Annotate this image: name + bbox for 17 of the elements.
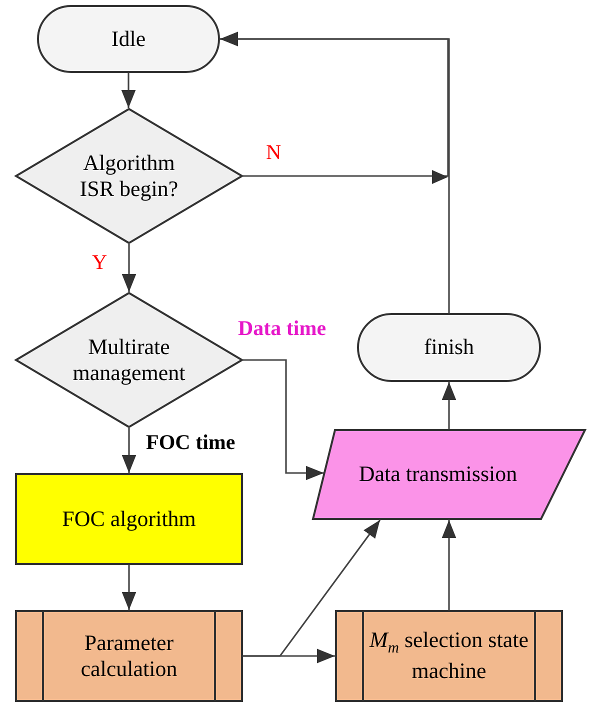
node-text: finish — [424, 334, 474, 361]
edge-label: Y — [92, 250, 108, 275]
node-text: Parameter calculation — [80, 630, 178, 682]
decision-diamond — [15, 108, 243, 244]
node-text: FOC algorithm — [62, 506, 196, 532]
node-text: Idle — [111, 26, 146, 52]
node-text: Algorithm ISR begin? — [78, 150, 180, 202]
node-text: M$_{m}$ selection state machine — [368, 627, 530, 685]
data-parallelogram — [312, 429, 586, 520]
node-text: Data transmission — [358, 461, 518, 488]
edge-label: FOC time — [146, 430, 236, 455]
edge-label: N — [266, 140, 282, 165]
edge-label: Data time — [238, 316, 326, 341]
node-text: Multirate management — [72, 334, 186, 386]
subroutine-box — [335, 610, 563, 702]
subroutine-box — [15, 610, 243, 702]
process-box — [15, 473, 243, 565]
